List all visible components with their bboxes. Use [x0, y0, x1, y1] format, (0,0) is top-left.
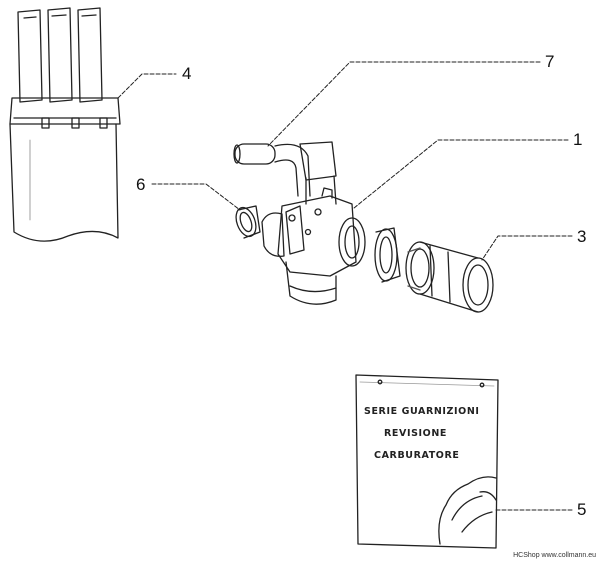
callout-7: 7: [545, 52, 555, 71]
watermark-footer: HCShop www.collmann.eu: [513, 552, 596, 559]
leader-3: [481, 235, 573, 261]
callout-5: 5: [577, 500, 587, 519]
fuel-pipe-part: [233, 143, 311, 197]
o-ring-part: [374, 227, 401, 283]
callout-1: 1: [573, 130, 583, 149]
carburetor-part: [261, 141, 366, 305]
reed-valve-part: [9, 7, 121, 242]
kit-label-line-2: REVISIONE: [384, 428, 447, 439]
leader-6: [151, 183, 241, 211]
leader-lines: [117, 61, 573, 511]
leader-4: [117, 73, 177, 99]
intake-sleeve-part: [405, 241, 494, 313]
callout-4: 4: [182, 64, 192, 83]
leader-7: [267, 61, 541, 147]
kit-label-line-1: SERIE GUARNIZIONI: [364, 406, 480, 417]
gasket-kit-bag: [355, 374, 499, 549]
kit-label-line-3: CARBURATORE: [374, 450, 460, 461]
callout-3: 3: [577, 227, 587, 246]
callout-6: 6: [136, 175, 146, 194]
rubber-ring-part: [235, 205, 261, 239]
leader-1: [353, 139, 569, 209]
